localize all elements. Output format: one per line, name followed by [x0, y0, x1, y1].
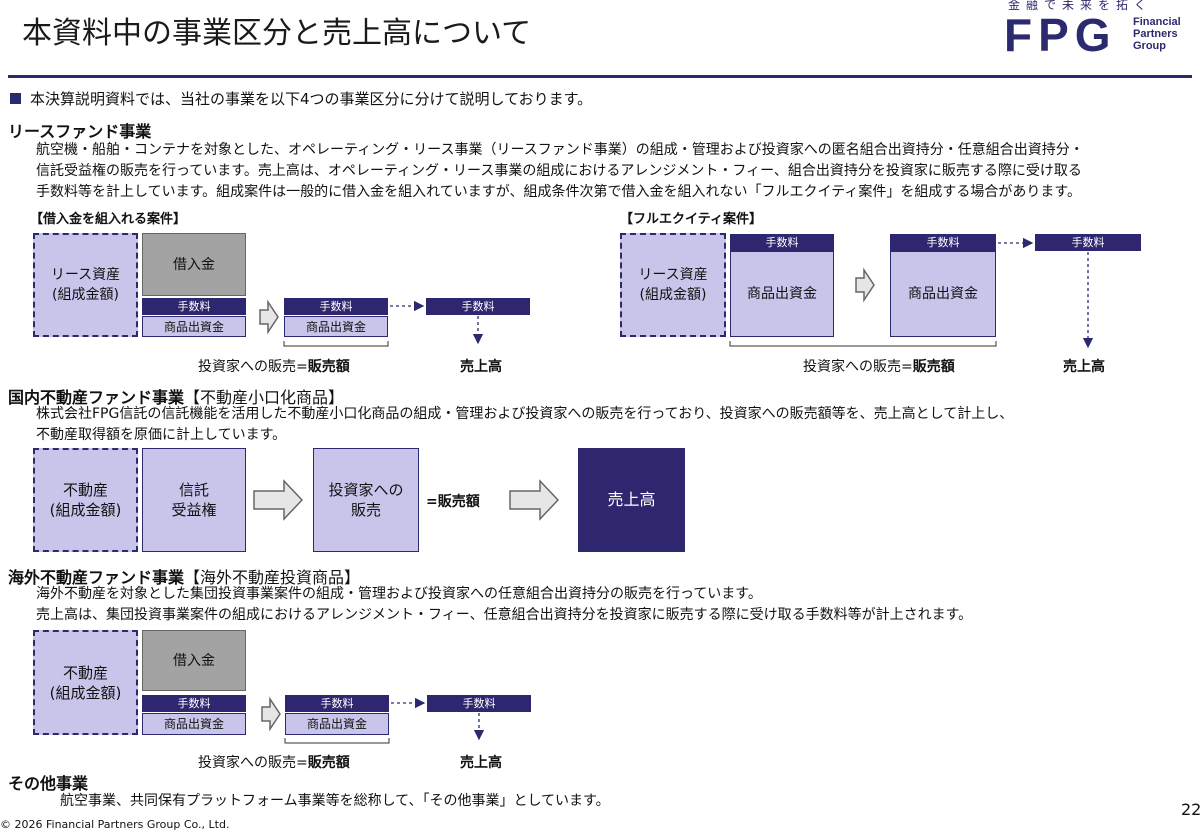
- fee-box: 手数料: [284, 298, 388, 315]
- block-arrow-icon: [855, 267, 875, 303]
- footer-copyright: © 2026 Financial Partners Group Co., Ltd…: [0, 818, 230, 831]
- lease-right-label: 【フルエクイティ案件】: [620, 212, 762, 227]
- lease-asset-box: リース資産 (組成金額): [620, 233, 726, 337]
- equity-box: 商品出資金: [890, 251, 996, 337]
- lease-left-label: 【借入金を組入れる案件】: [30, 212, 187, 227]
- sales-label: 投資家への販売=販売額: [803, 356, 955, 376]
- intro-text: 本決算説明資料では、当社の事業を以下4つの事業区分に分けて説明しております。: [30, 90, 593, 108]
- block-arrow-icon: [509, 479, 560, 521]
- sales-prefix: 投資家への販売=: [803, 359, 913, 375]
- domestic-revenue-box: 売上高: [578, 448, 685, 552]
- equity-box: 商品出資金: [142, 316, 246, 337]
- logo-sub: Financial Partners Group: [1133, 16, 1181, 52]
- domestic-asset-box: 不動産 (組成金額): [33, 448, 138, 552]
- overseas-description: 海外不動産を対象とした集団投資事業案件の組成・管理および投資家への任意組合出資持…: [36, 584, 972, 626]
- sales-prefix: 投資家への販売=: [198, 755, 308, 771]
- fee-box: 手数料: [1035, 234, 1141, 251]
- overseas-heading: 海外不動産ファンド事業【海外不動産投資商品】: [8, 564, 360, 588]
- overseas-heading-suffix: 【海外不動産投資商品】: [184, 568, 361, 587]
- revenue-label: 売上高: [1063, 359, 1105, 375]
- logo-tagline: 金融で未来を拓く: [1008, 0, 1153, 12]
- block-arrow-icon: [253, 479, 304, 521]
- equity-box: 商品出資金: [142, 713, 246, 735]
- sales-bold: 販売額: [307, 359, 350, 375]
- fee-box: 手数料: [427, 695, 531, 712]
- fee-box: 手数料: [426, 298, 530, 315]
- loan-box: 借入金: [142, 233, 246, 296]
- bracket: [729, 341, 997, 347]
- sale-box: 投資家への 販売: [313, 448, 419, 552]
- sales-bold: 販売額: [307, 755, 350, 771]
- domestic-heading-main: 国内不動産ファンド事業: [8, 388, 185, 407]
- equity-box: 商品出資金: [284, 316, 388, 337]
- block-arrow-icon: [261, 696, 281, 732]
- desc-line: 売上高は、集団投資事業案件の組成におけるアレンジメント・フィー、任意組合出資持分…: [36, 607, 973, 623]
- bracket: [283, 341, 389, 347]
- desc-line: 信託受益権の販売を行っています。売上高は、オペレーティング・リース事業の組成にお…: [36, 163, 1082, 179]
- page-title: 本資料中の事業区分と売上高について: [22, 16, 532, 51]
- header-rule: [8, 75, 1192, 78]
- trust-box: 信託 受益権: [142, 448, 246, 552]
- bracket: [284, 738, 390, 744]
- overseas-asset-box: 不動産 (組成金額): [33, 630, 138, 735]
- domestic-heading-suffix: 【不動産小口化商品】: [184, 388, 345, 407]
- domestic-eq-label: =販売額: [426, 494, 480, 510]
- sales-label: 投資家への販売=販売額: [198, 356, 350, 376]
- domestic-description: 株式会社FPG信託の信託機能を活用した不動産小口化商品の組成・管理および投資家へ…: [36, 404, 1013, 446]
- logo-mark: FPG: [1004, 9, 1117, 61]
- fee-box: 手数料: [142, 695, 246, 712]
- revenue-label: 売上高: [460, 359, 502, 375]
- logo-sub-line: Partners: [1133, 28, 1178, 40]
- other-description: 航空事業、共同保有プラットフォーム事業等を総称して、「その他事業」としています。: [60, 793, 610, 809]
- overseas-heading-main: 海外不動産ファンド事業: [8, 568, 185, 587]
- equity-box: 商品出資金: [285, 713, 389, 735]
- domestic-heading: 国内不動産ファンド事業【不動産小口化商品】: [8, 384, 344, 408]
- sales-label: 投資家への販売=販売額: [198, 752, 350, 772]
- sales-prefix: 投資家への販売=: [198, 359, 308, 375]
- desc-line: 不動産取得額を原価に計上しています。: [36, 427, 287, 443]
- fee-box: 手数料: [730, 234, 834, 251]
- lease-asset-box: リース資産 (組成金額): [33, 233, 138, 337]
- loan-box: 借入金: [142, 630, 246, 691]
- lease-description: 航空機・船舶・コンテナを対象とした、オペレーティング・リース事業（リースファンド…: [36, 140, 1084, 203]
- desc-line: 手数料等を計上しています。組成案件は一般的に借入金を組入れていますが、組成条件次…: [36, 184, 1081, 200]
- lease-heading: リースファンド事業: [8, 122, 152, 141]
- other-heading: その他事業: [8, 774, 89, 793]
- fee-box: 手数料: [890, 234, 996, 251]
- fee-box: 手数料: [285, 695, 389, 712]
- desc-line: 株式会社FPG信託の信託機能を活用した不動産小口化商品の組成・管理および投資家へ…: [36, 406, 1014, 422]
- page-number: 22: [1181, 800, 1200, 819]
- desc-line: 海外不動産を対象とした集団投資事業案件の組成・管理および投資家への任意組合出資持…: [36, 586, 762, 602]
- revenue-label: 売上高: [460, 755, 502, 771]
- sales-bold: 販売額: [912, 359, 955, 375]
- logo-sub-line: Financial: [1133, 16, 1181, 28]
- equity-box: 商品出資金: [730, 251, 834, 337]
- desc-line: 航空機・船舶・コンテナを対象とした、オペレーティング・リース事業（リースファンド…: [36, 142, 1084, 158]
- logo-sub-line: Group: [1133, 40, 1166, 52]
- fee-box: 手数料: [142, 298, 246, 315]
- block-arrow-icon: [259, 299, 279, 335]
- bullet-square-icon: [10, 93, 21, 104]
